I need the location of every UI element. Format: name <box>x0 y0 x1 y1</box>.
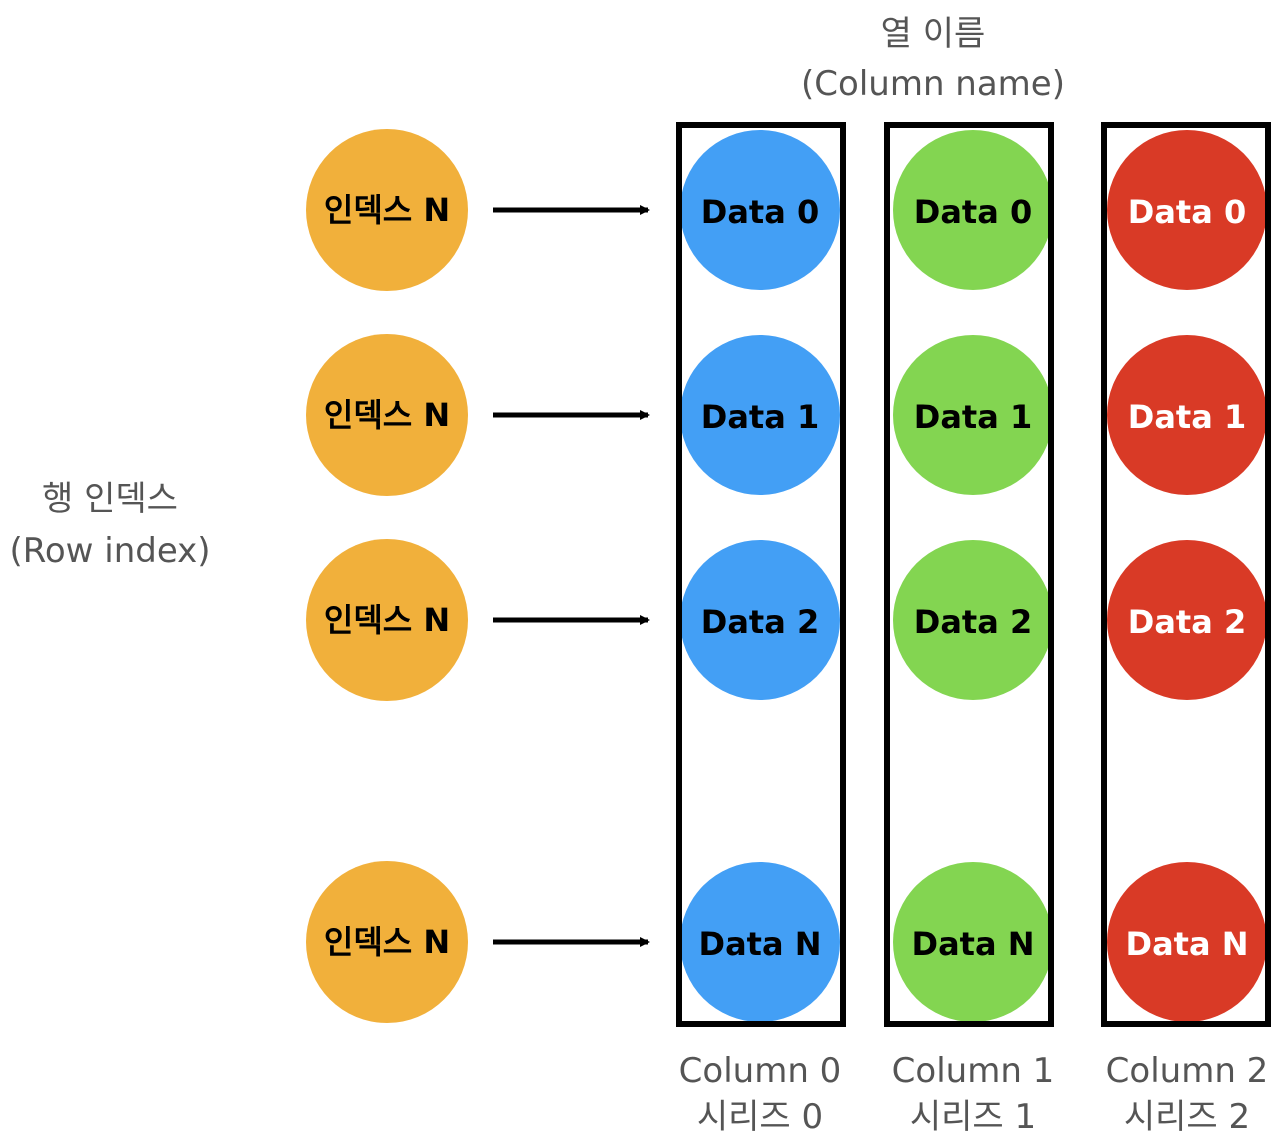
column-0: Data 0 Data 1 Data 2 Data N Column 0 시리즈 0 <box>676 122 846 1137</box>
column-1: Data 0 Data 1 Data 2 Data N Column 1 시리즈 1 <box>884 122 1055 1137</box>
column-header-subtitle: (Column name) <box>801 64 1065 104</box>
column-1-cell-label: Data 0 <box>914 193 1032 231</box>
column-1-cell-circle <box>893 540 1053 700</box>
column-0-name-caption: Column 0 <box>679 1051 842 1091</box>
rows-layer: 인덱스 N 인덱스 N 인덱스 N 인덱스 N <box>306 129 650 1023</box>
column-2-cell-label: Data 2 <box>1128 603 1246 641</box>
row-header-title: 행 인덱스 <box>42 479 178 519</box>
column-2-cell-label: Data 1 <box>1128 398 1246 436</box>
column-2-cell-circle <box>1107 540 1267 700</box>
row-0-index-label: 인덱스 N <box>324 191 450 229</box>
column-2-cell-circle <box>1107 130 1267 290</box>
column-2: Data 0 Data 1 Data 2 Data N Column 2 시리즈 2 <box>1101 122 1271 1137</box>
row-1-index-circle <box>306 334 468 496</box>
column-0-series-caption: 시리즈 0 <box>697 1097 823 1137</box>
column-2-border <box>1101 122 1271 1027</box>
column-1-cell-label: Data N <box>912 925 1035 963</box>
column-0-cell-circle <box>680 130 840 290</box>
column-1-series-caption: 시리즈 1 <box>910 1097 1036 1137</box>
column-0-cell-label: Data 2 <box>701 603 819 641</box>
row-3-index-circle <box>306 861 468 1023</box>
column-0-cell-circle <box>680 540 840 700</box>
column-0-cell-label: Data N <box>699 925 822 963</box>
column-1-cell-circle <box>893 335 1053 495</box>
row-3-index-label: 인덱스 N <box>324 923 450 961</box>
row-header-subtitle: (Row index) <box>9 531 210 571</box>
column-1-cell-circle <box>893 862 1053 1022</box>
row-1-index-label: 인덱스 N <box>324 396 450 434</box>
column-2-name-caption: Column 2 <box>1106 1051 1269 1091</box>
column-1-cell-label: Data 2 <box>914 603 1032 641</box>
column-1-border <box>884 122 1054 1027</box>
column-0-border <box>676 122 846 1027</box>
column-1-cell-label: Data 1 <box>914 398 1032 436</box>
column-1-cell-circle <box>893 130 1053 290</box>
column-header-title: 열 이름 <box>881 14 986 54</box>
column-0-cell-label: Data 0 <box>701 193 819 231</box>
column-2-cell-label: Data 0 <box>1128 193 1246 231</box>
row-0-index-circle <box>306 129 468 291</box>
row-2-index-label: 인덱스 N <box>324 601 450 639</box>
column-2-series-caption: 시리즈 2 <box>1124 1097 1250 1137</box>
column-2-cell-circle <box>1107 862 1267 1022</box>
column-2-cell-label: Data N <box>1126 925 1249 963</box>
column-0-cell-circle <box>680 862 840 1022</box>
column-0-cell-circle <box>680 335 840 495</box>
column-0-cell-label: Data 1 <box>701 398 819 436</box>
column-2-cell-circle <box>1107 335 1267 495</box>
column-1-name-caption: Column 1 <box>892 1051 1055 1091</box>
row-2-index-circle <box>306 539 468 701</box>
